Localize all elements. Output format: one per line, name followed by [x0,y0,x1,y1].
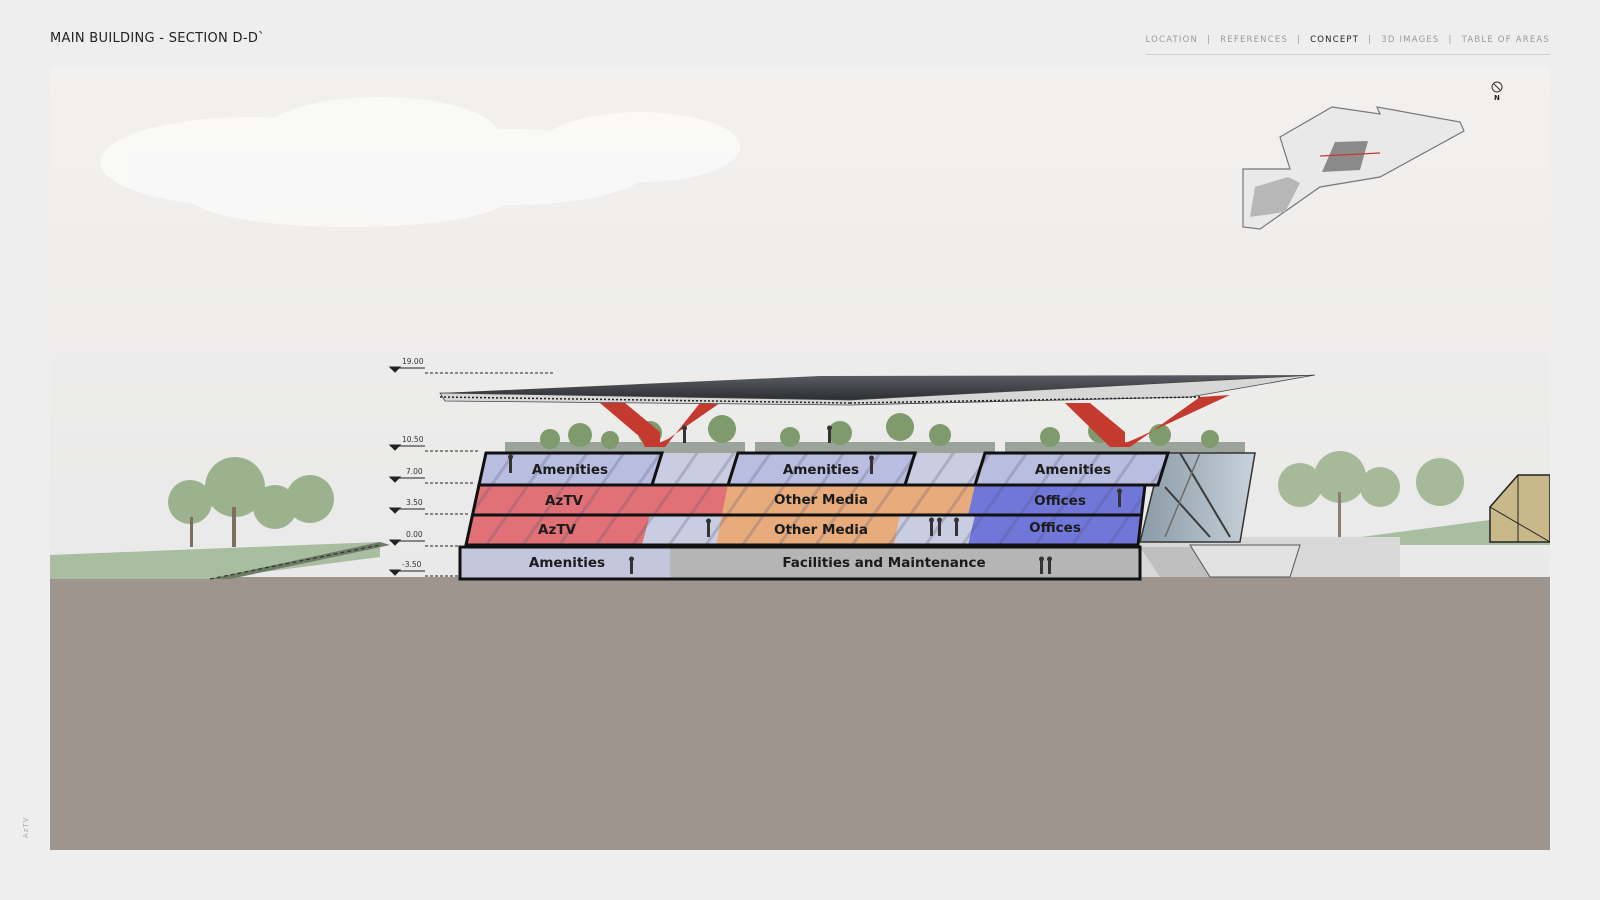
floor-2 [472,485,1145,515]
site-key-plan [1242,106,1465,230]
north-label: N [1494,94,1500,102]
floor-top [477,451,1171,487]
nav-concept[interactable]: CONCEPT [1310,35,1360,45]
room-label-base-mid: Facilities and Maintenance [782,555,985,571]
room-label-top-left: Amenities [532,462,608,478]
room-label-f1-left: AzTV [538,522,577,538]
roof-vegetation [505,413,1245,454]
level-label: 0.00 [406,530,423,539]
room-label-f2-right: Offices [1034,493,1086,509]
nav-separator: | [1207,35,1212,45]
nav-3d-images[interactable]: 3D IMAGES [1381,35,1440,45]
nav-separator: | [1297,35,1302,45]
ground [50,577,1550,850]
nav-table-of-areas[interactable]: TABLE OF AREAS [1461,35,1550,45]
nav-separator: | [1368,35,1373,45]
level-label: 3.50 [406,498,423,507]
section-drawing: Amenities Amenities Amenities AzTV Other… [50,67,1550,850]
trees-right [1278,451,1464,537]
nav-location[interactable]: LOCATION [1145,35,1199,45]
side-brand-label: AzTV [22,816,30,838]
trees-left [168,457,334,547]
page-title: MAIN BUILDING - SECTION D-D` [50,31,265,46]
grass-left [50,542,380,579]
roof-canopy [440,375,1315,400]
roof-supports [600,395,1230,447]
level-label: -3.50 [402,560,422,569]
grass-right [1300,512,1550,545]
people-silhouettes [508,425,1122,574]
clouds [100,97,740,227]
room-label-f1-right: Offices [1029,520,1081,536]
nav-references[interactable]: REFERENCES [1220,35,1289,45]
room-label-f1-mid: Other Media [774,522,868,538]
room-label-top-right: Amenities [1035,462,1111,478]
floor-1 [466,515,1140,545]
room-label-base-left: Amenities [529,555,605,571]
level-label: 19.00 [402,357,424,366]
nav-separator: | [1448,35,1453,45]
floor-basement [458,545,1142,581]
room-label-top-mid: Amenities [783,462,859,478]
level-markers [388,366,555,577]
neighbour-building [1489,474,1550,543]
room-label-f2-left: AzTV [545,493,584,509]
top-navigation: LOCATION | REFERENCES | CONCEPT | 3D IMA… [1145,35,1550,55]
level-label: 7.00 [406,467,423,476]
glass-facade [1139,452,1256,543]
north-arrow-icon [1491,81,1503,93]
room-label-f2-mid: Other Media [774,492,868,508]
level-label: 10.50 [402,435,424,444]
